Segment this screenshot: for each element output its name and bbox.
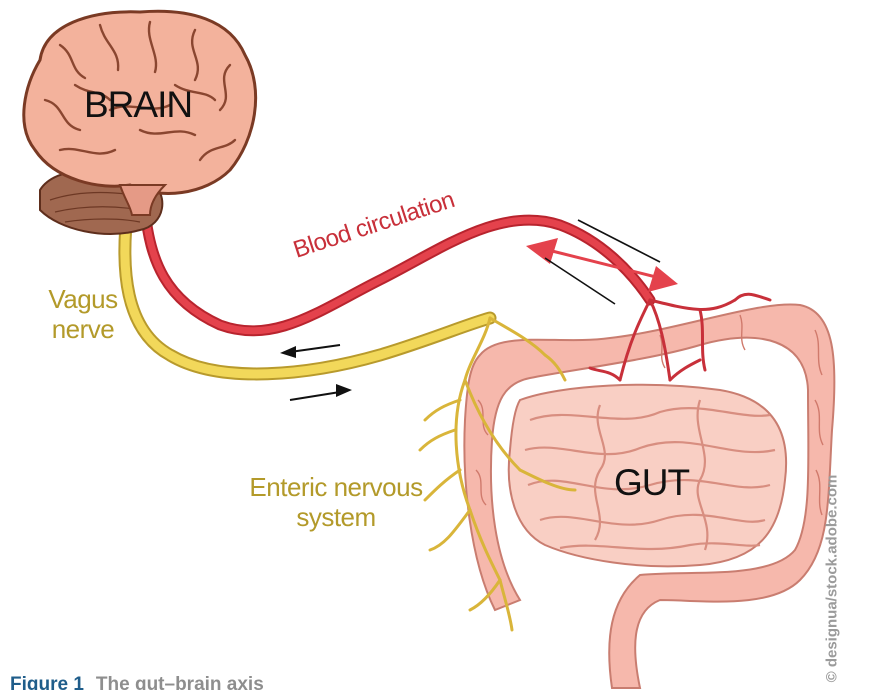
vagus-label-line2: nerve [38,314,128,344]
vagus-label-line1: Vagus [38,284,128,314]
image-credit: © designua/stock.adobe.com [824,475,841,683]
vagus-nerve-label: Vagus nerve [38,284,128,344]
blood-vessel [145,210,770,380]
enteric-label-line2: system [236,502,436,532]
enteric-label-line1: Enteric nervous [236,472,436,502]
figure-title: The gut–brain axis [96,674,264,690]
figure-number: Figure 1 [10,674,84,690]
gut-label: GUT [614,462,689,504]
brain-label: BRAIN [84,84,192,126]
blood-flow-arrow [526,220,678,304]
figure-caption: Figure 1 The gut–brain axis [10,674,264,690]
enteric-nervous-system-label: Enteric nervous system [236,472,436,532]
vagus-nerve [125,205,575,630]
